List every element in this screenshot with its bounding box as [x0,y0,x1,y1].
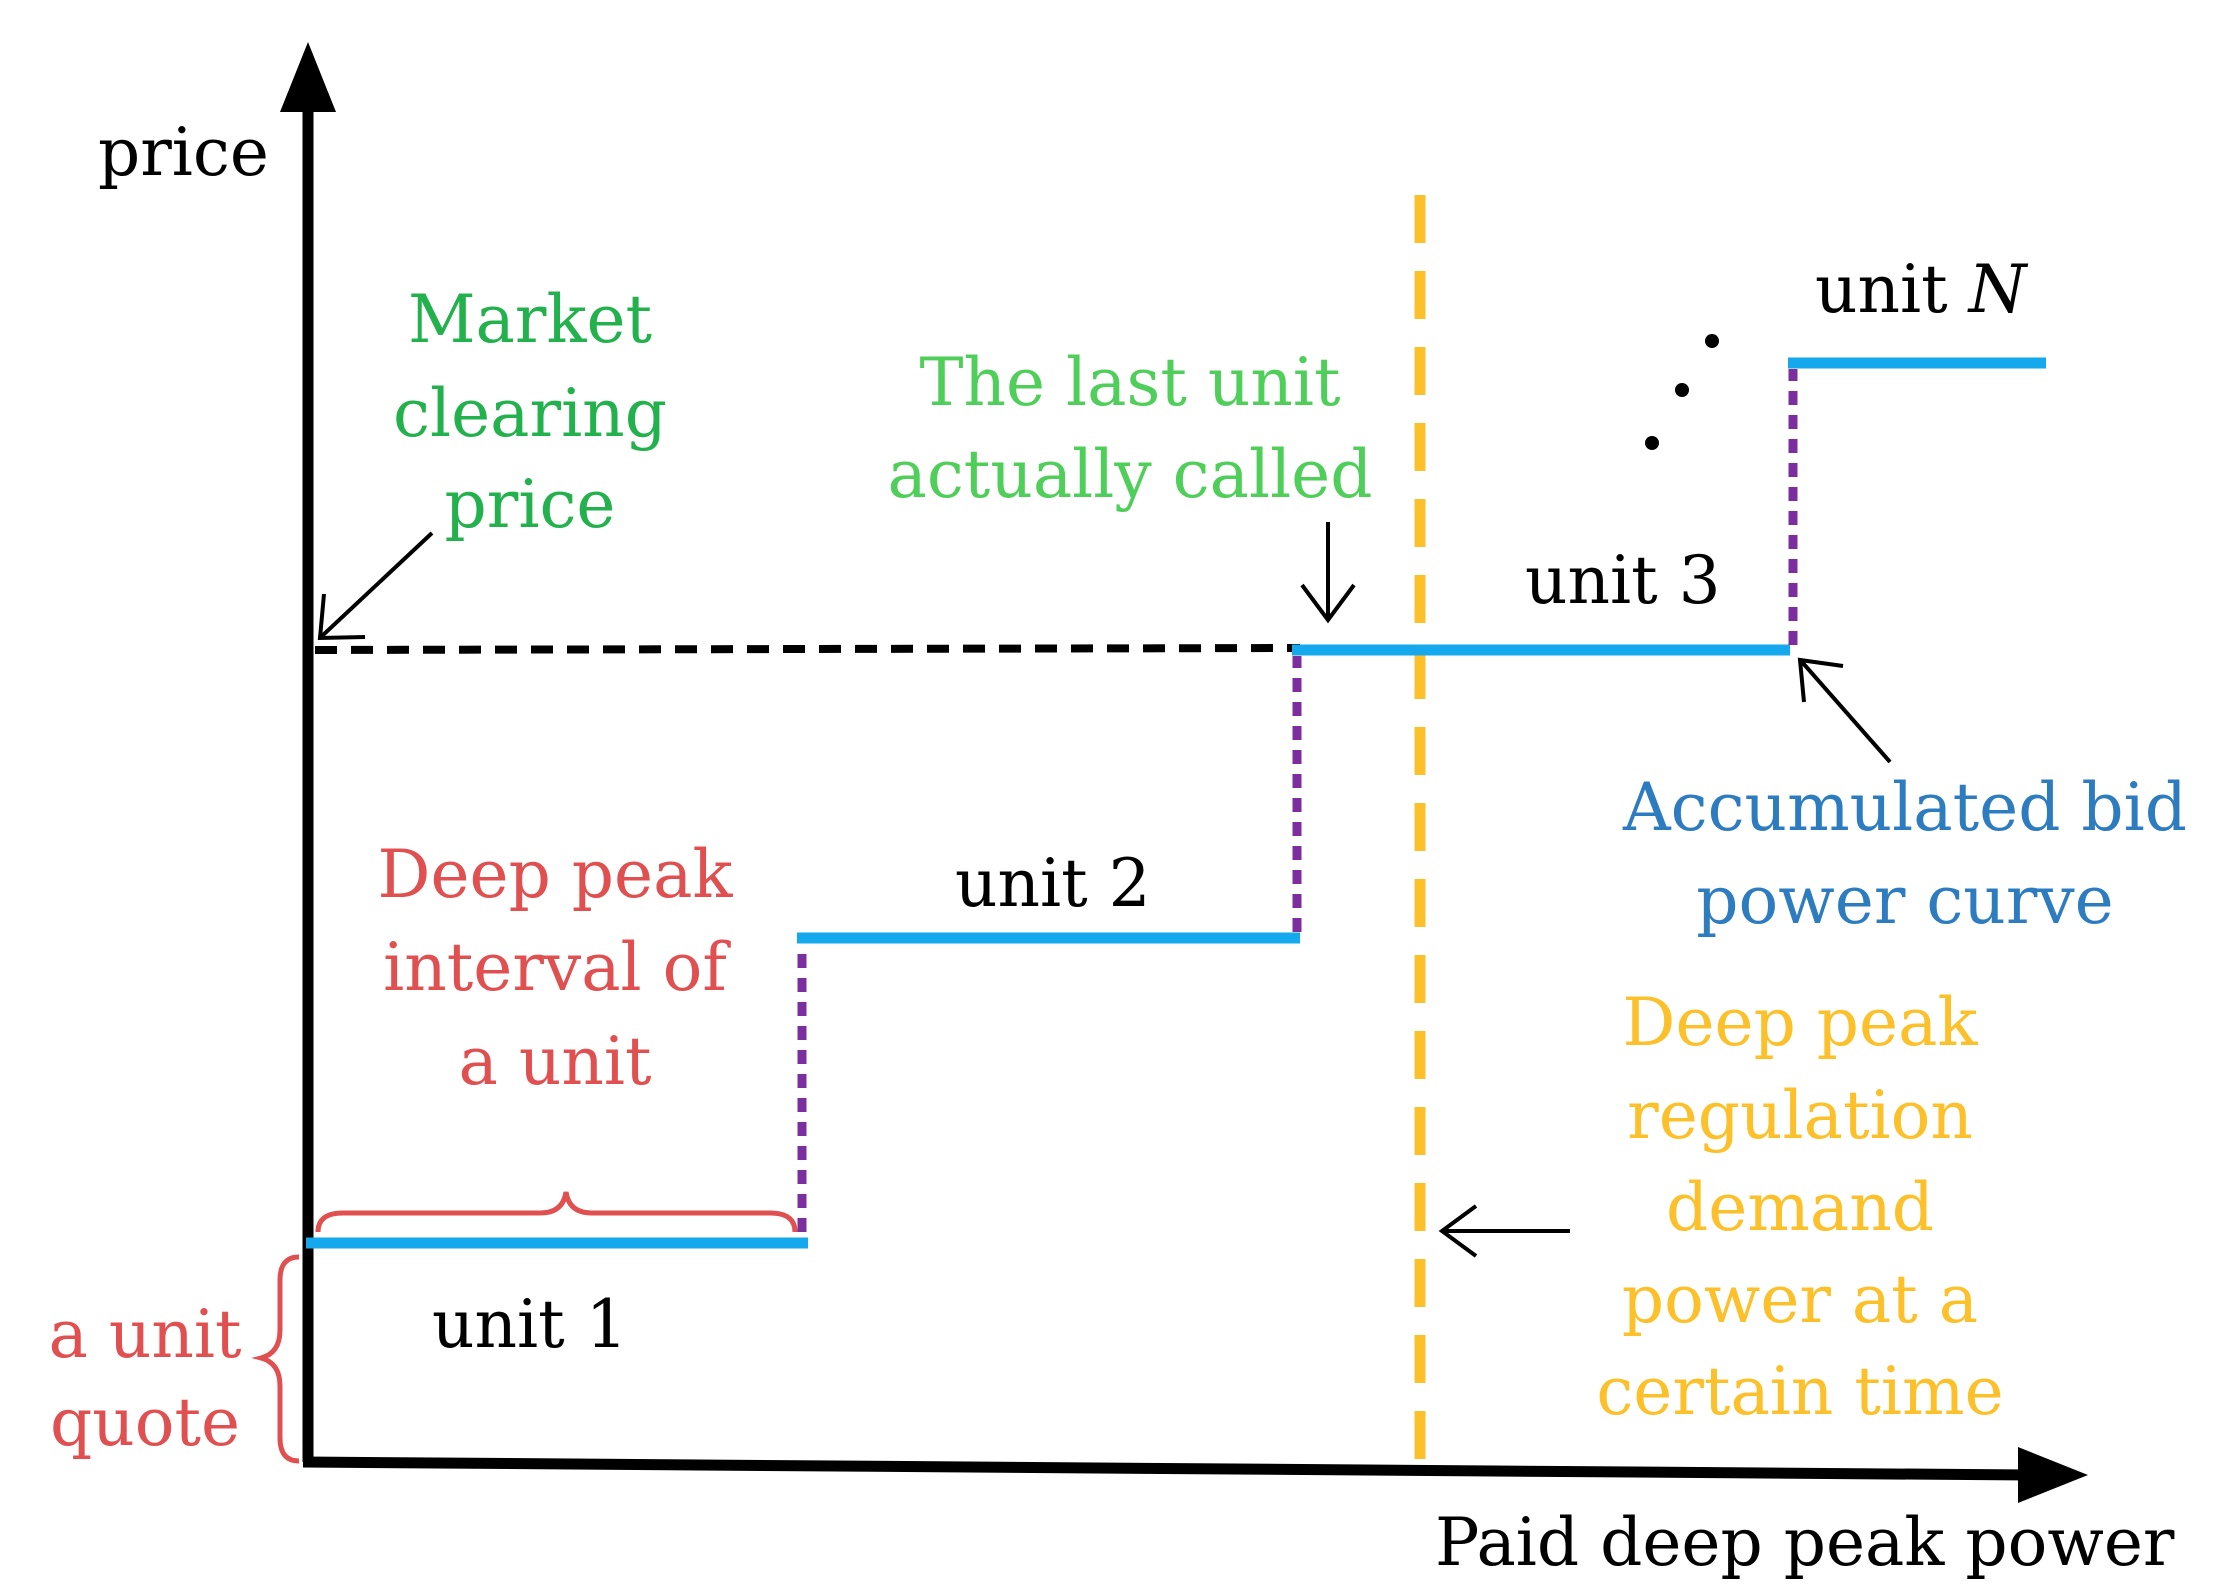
curve-line: Accumulated bid [1622,769,2187,846]
demand-line-text: Deep peak [1623,984,1979,1061]
ellipsis-dot [1705,334,1719,348]
market-clearing-line: Market [408,281,652,358]
bid-risers [797,369,1798,1232]
ellipsis-dot [1645,436,1659,450]
ellipsis-dots [1645,334,1719,450]
unit-1-label: unit 1 [432,1286,628,1363]
curve-line: power curve [1696,862,2113,939]
x-axis-arrowhead [2018,1447,2088,1503]
y-axis-label: price [98,114,269,191]
x-axis [302,1456,2031,1481]
last-unit-line: The last unit [919,344,1340,421]
braces [251,1191,798,1464]
demand-line-text: power at a [1622,1261,1978,1338]
axes [280,42,2088,1503]
market-clearing-line: clearing [393,375,667,452]
demand-line-text: demand [1666,1169,1934,1246]
curve-annotation: Accumulated bid power curve [1622,769,2187,939]
unit-3-label: unit 3 [1525,542,1721,619]
quote-brace [251,1254,300,1464]
demand-arrow [1438,1204,1570,1258]
quote-line: quote [50,1384,240,1461]
interval-annotation: Deep peak interval of a unit [378,836,734,1100]
demand-line-text: regulation [1627,1077,1973,1154]
quote-line: a unit [49,1296,242,1373]
last-unit-line: actually called [887,436,1372,513]
interval-line: interval of [383,929,731,1006]
interval-line: Deep peak [378,836,734,913]
y-axis-arrowhead [280,42,336,112]
arrows [317,522,1892,1258]
last-unit-annotation: The last unit actually called [887,344,1372,513]
interval-line: a unit [459,1023,652,1100]
x-axis-label: Paid deep peak power [1435,1504,2175,1581]
quote-annotation: a unit quote [49,1296,242,1461]
accumulated-curve-arrow [1797,657,1892,764]
demand-annotation: Deep peak regulation demand power at a c… [1596,984,2003,1430]
demand-line-text: certain time [1596,1353,2003,1430]
unit-2-label: unit 2 [955,845,1151,922]
interval-brace [315,1191,798,1233]
market-clearing-line: price [445,466,616,543]
market-clearing-arrow [317,531,434,641]
market-clearing-annotation: Market clearing price [393,281,667,543]
clearing-price-line [314,644,1301,654]
last-unit-arrow [1300,522,1356,624]
bid-curve [306,357,2046,1249]
ellipsis-dot [1675,383,1689,397]
unit-n-label: unit N [1815,251,2029,328]
